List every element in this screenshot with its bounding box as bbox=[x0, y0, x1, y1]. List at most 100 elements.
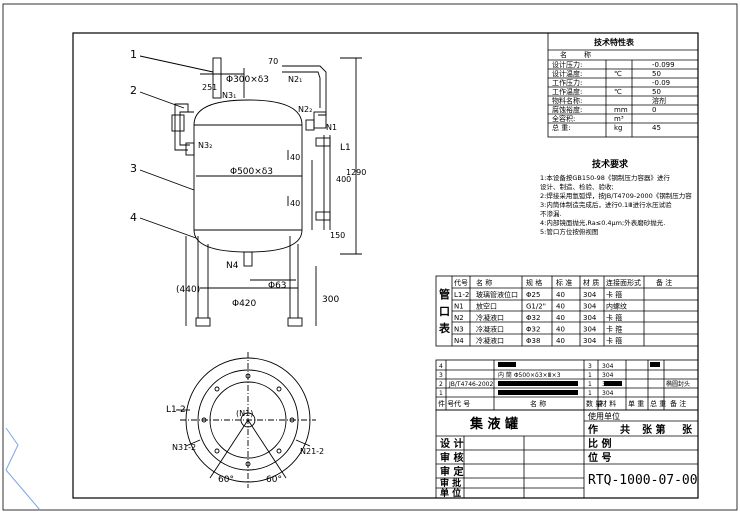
leader-2 bbox=[139, 91, 185, 109]
parts-cell: 内 筒 Φ500×δ3×Ⅲ×3 bbox=[498, 371, 561, 379]
nozzle-cell: Φ38 bbox=[526, 337, 540, 345]
nozzle-cell: N2 bbox=[454, 314, 464, 322]
dim-251: 251 bbox=[202, 83, 217, 92]
plan-bolt-holes bbox=[201, 373, 295, 467]
lower-head bbox=[193, 229, 303, 253]
label-n32: N3₂ bbox=[198, 141, 212, 150]
approve-label: 审 定 bbox=[440, 465, 463, 478]
nozzle-cell: 40 bbox=[556, 291, 565, 299]
nozzle-cell: 304 bbox=[583, 337, 597, 345]
spec-row-unit: kg bbox=[614, 124, 623, 132]
spec-row-unit: ℃ bbox=[614, 88, 622, 96]
label-n1: N1 bbox=[326, 123, 337, 132]
dim-440: (440) bbox=[176, 285, 200, 295]
plan-label-n2: N21-2 bbox=[300, 447, 324, 456]
tech-req-line: 设计、制造、检验、验收; bbox=[540, 182, 614, 191]
nozzle-cell: 卡 箍 bbox=[606, 313, 622, 322]
spec-row-name: 设计温度: bbox=[552, 69, 582, 78]
sheet-prefix: 作 bbox=[588, 423, 598, 436]
spec-row-value: 50 bbox=[652, 88, 661, 96]
tech-req-title: 技术要求 bbox=[592, 158, 629, 170]
parts-cell: 304 bbox=[602, 381, 614, 388]
upper-head bbox=[193, 99, 303, 126]
spec-row-name: 腐蚀裕度: bbox=[552, 105, 582, 114]
spec-row-value: -0.099 bbox=[652, 61, 675, 69]
leader-3 bbox=[139, 169, 195, 191]
spec-row-value: -0.09 bbox=[652, 79, 670, 87]
spec-row-name: 总 重: bbox=[552, 123, 571, 132]
nozzle-cell: 40 bbox=[556, 337, 565, 345]
nozzle-side-2: 口 bbox=[439, 305, 450, 318]
spec-header-a: 名 bbox=[560, 50, 567, 59]
leader-4 bbox=[139, 217, 197, 239]
parts-cell: 1 bbox=[588, 381, 592, 388]
parts-header-cell: 数 量 bbox=[586, 399, 602, 408]
label-n22: N2₂ bbox=[298, 105, 312, 114]
nozzle-cell: L1-2 bbox=[454, 291, 469, 299]
leader-1 bbox=[139, 55, 214, 73]
parts-filled-bars bbox=[498, 362, 660, 395]
drawing-number: RTQ-1000-07-00 bbox=[588, 473, 698, 488]
nozzle-cell: 卡 箍 bbox=[606, 290, 622, 299]
spec-row-name: 全容积: bbox=[552, 114, 575, 123]
dim-150: 150 bbox=[330, 231, 345, 240]
design-label: 设 计 bbox=[440, 437, 463, 450]
spec-row-name: 设计压力: bbox=[552, 60, 582, 69]
nozzle-cell: 304 bbox=[583, 291, 597, 299]
outer-border bbox=[2, 3, 738, 511]
spec-row-value: 0 bbox=[652, 106, 656, 114]
nozzle-cell: 304 bbox=[583, 326, 597, 334]
parts-header-cell: 材 料 bbox=[600, 399, 616, 408]
top-neck bbox=[212, 57, 222, 99]
nozzle-cell: Φ32 bbox=[526, 326, 540, 334]
dim-40a: 40 bbox=[290, 153, 300, 162]
nozzle-cell: Φ25 bbox=[526, 291, 540, 299]
sheet-end: 张 bbox=[682, 423, 693, 436]
dim-420: Φ420 bbox=[232, 299, 257, 309]
spec-row-value: 45 bbox=[652, 124, 661, 132]
parts-cell: 1 bbox=[439, 390, 443, 397]
plan-view bbox=[176, 352, 316, 488]
nozzle-header-cell: 备 注 bbox=[656, 278, 672, 287]
check-label: 审 核 bbox=[440, 451, 463, 464]
nozzle-side-1: 管 bbox=[439, 287, 450, 301]
tech-req-line: 不渗漏. bbox=[540, 209, 562, 218]
parts-header-cell: 代 号 bbox=[454, 399, 470, 408]
label-n4: N4 bbox=[226, 261, 239, 271]
dim-shell: Φ500×δ3 bbox=[230, 167, 273, 177]
dim-63: Φ63 bbox=[268, 281, 287, 291]
parts-list bbox=[435, 359, 699, 411]
spec-title: 技术特性表 bbox=[594, 37, 635, 47]
n4-nozzle bbox=[243, 251, 253, 267]
tech-req-line: 4:内部镜面抛光,Ra≤0.4μm;外表磨砂抛光. bbox=[540, 218, 665, 227]
parts-cell: JB/T4746-2002 bbox=[448, 381, 493, 388]
parts-header-cell: 备 注 bbox=[670, 399, 686, 408]
plan-label-l1: L1-2 bbox=[166, 405, 186, 415]
parts-header: 件 号代 号名 称数 量材 料单 重总 重备 注 bbox=[438, 399, 686, 408]
tech-req-lines: 1:本设备按GB150-98《钢制压力容器》进行 设计、制造、检验、验收;2:焊… bbox=[540, 173, 692, 236]
n2-pipe bbox=[282, 65, 327, 116]
drawing-frame bbox=[72, 32, 699, 499]
nozzle-cell: N3 bbox=[454, 326, 464, 334]
unit-label: 单 位 bbox=[440, 487, 461, 499]
ratio-label: 比 例 bbox=[588, 437, 611, 450]
spec-row-name: 物料名称: bbox=[552, 96, 582, 105]
nozzle-cell: G1/2" bbox=[526, 303, 546, 311]
nozzle-header-cell: 规 格 bbox=[526, 278, 542, 287]
nozzle-cell: N4 bbox=[454, 337, 464, 345]
parts-cell: 4 bbox=[439, 363, 443, 370]
sheets: 共 bbox=[620, 423, 630, 436]
leader-3-label: 3 bbox=[130, 162, 137, 175]
parts-cell: 304 bbox=[602, 372, 614, 379]
nozzle-header: 代号名 称规 格标 准材 质连接面形式备 注 bbox=[454, 278, 672, 287]
ucs-icon bbox=[5, 427, 41, 511]
parts-cell: 2 bbox=[439, 381, 443, 388]
leader-1-label: 1 bbox=[130, 48, 137, 61]
spec-row-unit: ℃ bbox=[614, 70, 622, 78]
parts-header-cell: 件 号 bbox=[438, 399, 454, 408]
parts-cell: 304 bbox=[602, 363, 614, 370]
nozzle-cell: N1 bbox=[454, 303, 464, 311]
spec-header-b: 称 bbox=[584, 50, 591, 59]
